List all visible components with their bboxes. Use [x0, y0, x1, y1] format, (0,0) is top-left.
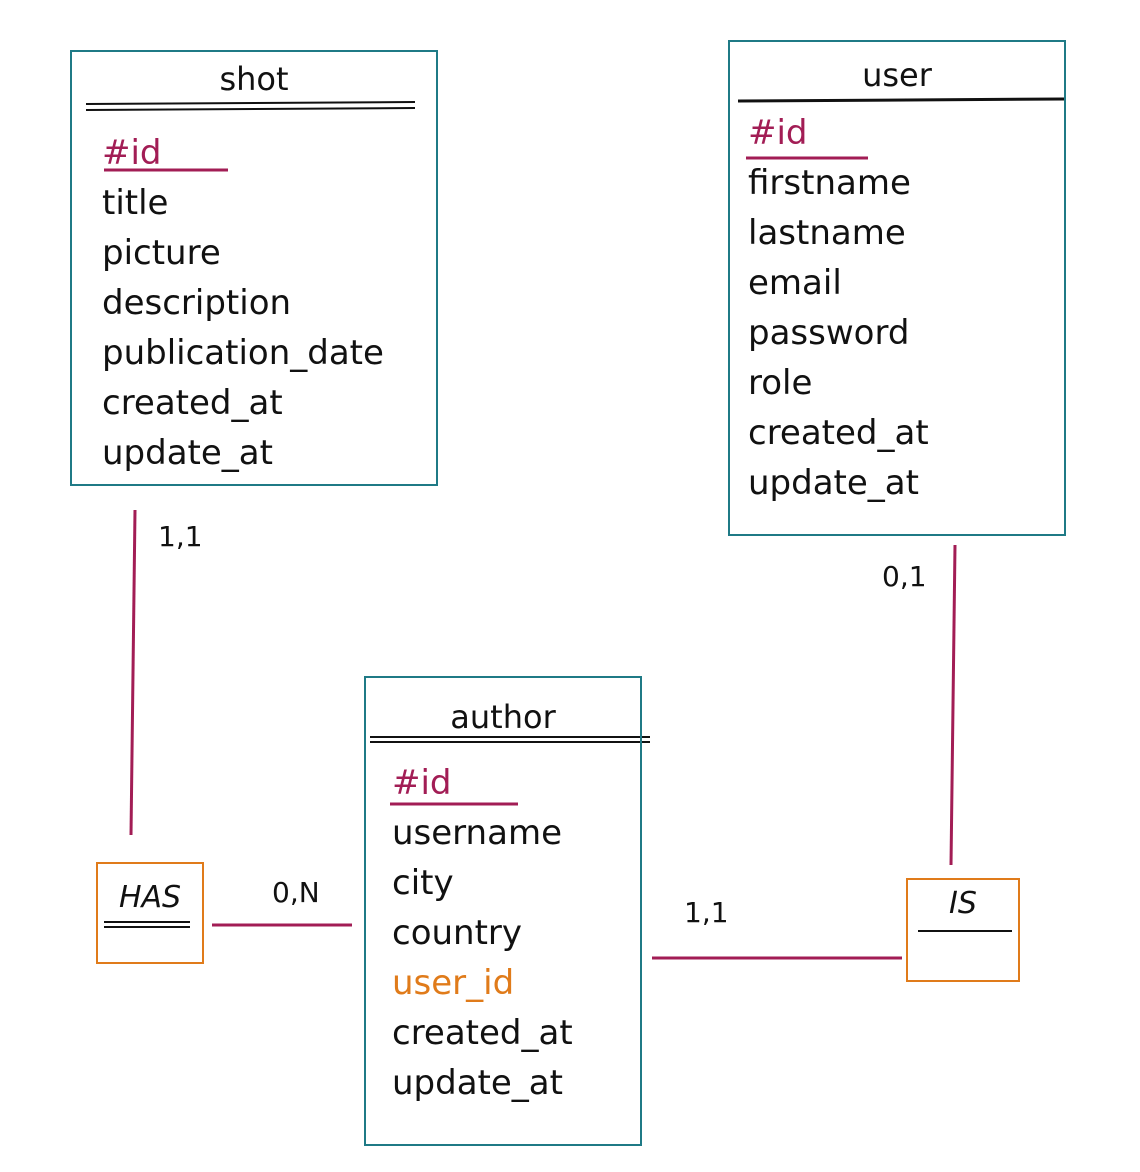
entity-user-title: user — [862, 56, 932, 94]
association-has-label: HAS — [118, 880, 182, 915]
entity-author-title: author — [450, 698, 556, 736]
shot-primary-key: #id — [102, 133, 162, 173]
shot-attr-update-at: update_at — [102, 433, 273, 473]
user-attr-password: password — [748, 313, 910, 353]
entity-shot: shot #id title picture description publi… — [70, 50, 438, 486]
entity-user: user #id firstname lastname email passwo… — [728, 40, 1066, 536]
entity-shot-title: shot — [219, 60, 289, 98]
author-attr-update-at: update_at — [392, 1063, 563, 1103]
link-shot-has — [129, 509, 137, 836]
cardinality-has-author: 0,N — [272, 876, 320, 909]
author-attr-country: country — [392, 913, 523, 953]
author-attr-city: city — [392, 863, 454, 903]
association-has: HAS — [96, 862, 204, 964]
author-foreign-key-user-id: user_id — [392, 963, 515, 1003]
user-attr-update-at: update_at — [748, 463, 919, 503]
has-underline — [104, 921, 190, 928]
author-attr-username: username — [392, 813, 562, 853]
cardinality-shot-has: 1,1 — [158, 520, 203, 553]
entity-shot-attributes: #id title picture description publicatio… — [102, 128, 384, 478]
author-primary-key: #id — [392, 763, 452, 803]
user-attr-firstname: firstname — [748, 163, 911, 203]
entity-author: author #id username city country user_id… — [364, 676, 642, 1146]
user-attr-email: email — [748, 263, 842, 303]
user-attr-lastname: lastname — [748, 213, 906, 253]
association-is: IS — [906, 878, 1020, 982]
shot-attr-description: description — [102, 283, 292, 323]
user-attr-created-at: created_at — [748, 413, 929, 453]
author-title-underline — [370, 736, 650, 743]
shot-attr-title: title — [102, 183, 169, 223]
entity-author-attributes: #id username city country user_id create… — [392, 758, 573, 1108]
cardinality-author-is: 1,1 — [684, 896, 729, 929]
author-attr-created-at: created_at — [392, 1013, 573, 1053]
user-primary-key: #id — [748, 113, 808, 153]
shot-title-underline — [85, 101, 416, 111]
shot-attr-picture: picture — [102, 233, 221, 273]
link-user-is — [949, 544, 957, 866]
user-title-underline — [737, 97, 1065, 103]
association-is-label: IS — [949, 886, 977, 921]
shot-attr-created-at: created_at — [102, 383, 283, 423]
entity-user-attributes: #id firstname lastname email password ro… — [748, 108, 929, 508]
shot-attr-publication-date: publication_date — [102, 333, 384, 373]
cardinality-user-is: 0,1 — [882, 560, 927, 593]
user-attr-role: role — [748, 363, 813, 403]
